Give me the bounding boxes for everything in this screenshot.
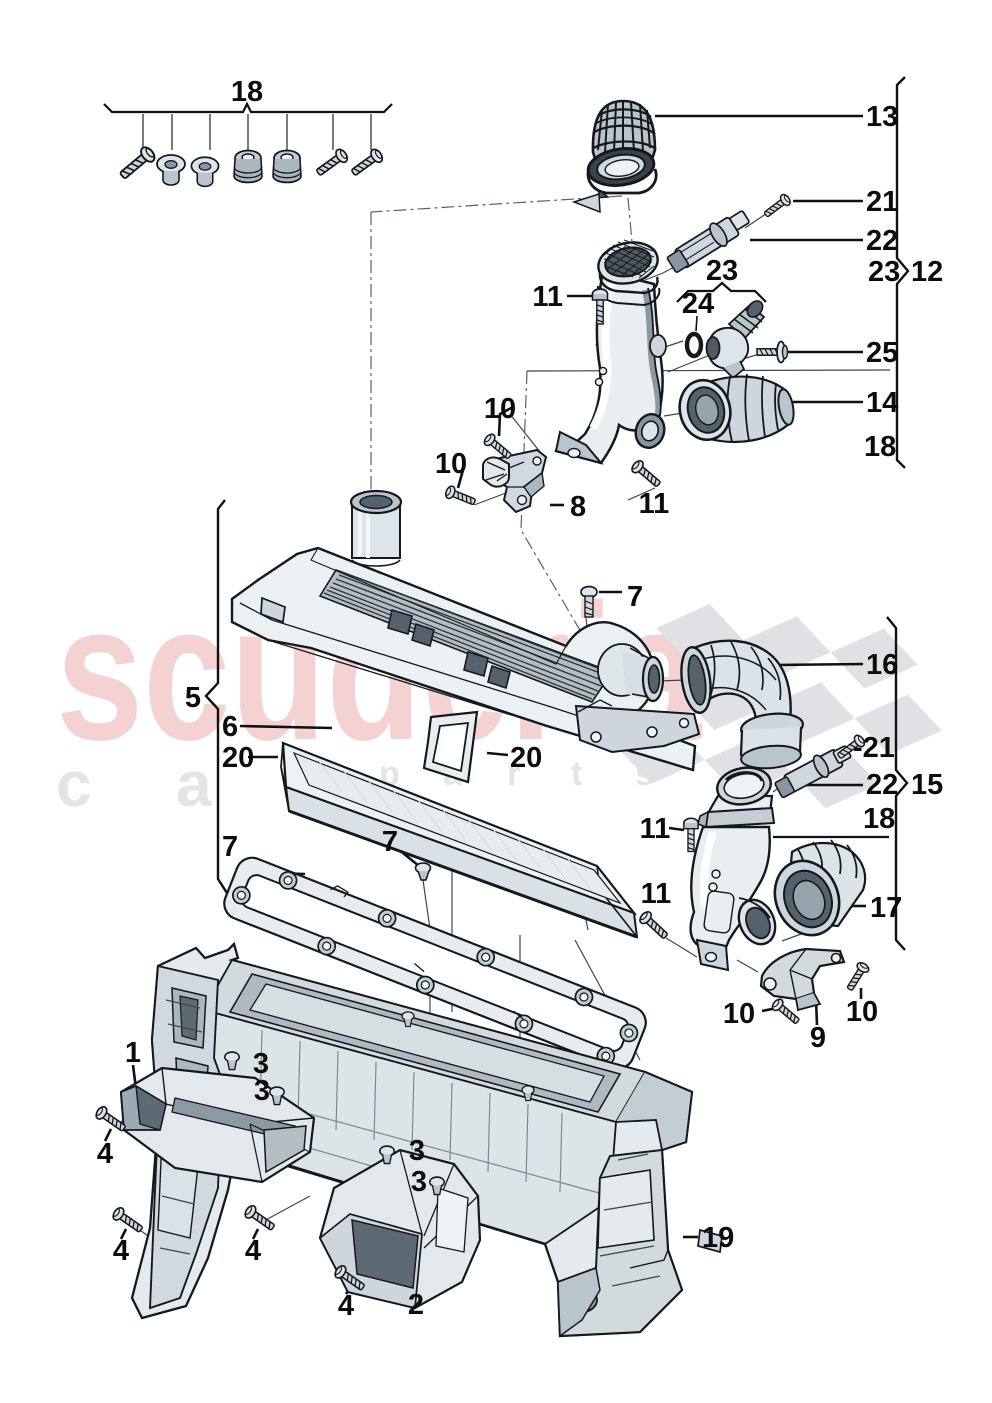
svg-text:10: 10: [723, 998, 755, 1030]
svg-text:18: 18: [864, 431, 896, 463]
svg-text:3: 3: [253, 1048, 269, 1080]
svg-text:9: 9: [810, 1022, 826, 1054]
svg-text:-21: -21: [853, 732, 895, 764]
svg-text:4: 4: [113, 1235, 129, 1267]
svg-text:11: 11: [639, 488, 670, 520]
svg-text:2: 2: [408, 1289, 424, 1321]
svg-text:25: 25: [866, 337, 898, 369]
svg-text:11: 11: [640, 813, 671, 845]
svg-text:13: 13: [866, 101, 898, 133]
svg-text:5: 5: [185, 682, 201, 714]
svg-text:15: 15: [911, 769, 943, 801]
svg-text:4: 4: [338, 1290, 354, 1322]
svg-text:18: 18: [231, 76, 263, 108]
svg-text:10: 10: [435, 448, 467, 480]
svg-text:4: 4: [97, 1138, 113, 1170]
svg-text:a: a: [176, 748, 212, 820]
svg-text:3: 3: [254, 1075, 270, 1107]
svg-text:16: 16: [866, 649, 898, 681]
svg-text:4: 4: [245, 1235, 261, 1267]
svg-text:7: 7: [222, 831, 238, 863]
svg-text:3: 3: [411, 1166, 427, 1198]
svg-text:14: 14: [866, 387, 898, 419]
svg-text:22: 22: [866, 225, 898, 257]
svg-text:1: 1: [125, 1037, 141, 1069]
svg-text:r: r: [507, 755, 520, 793]
svg-text:7: 7: [627, 581, 643, 613]
svg-text:8: 8: [570, 491, 586, 523]
svg-text:23: 23: [706, 255, 738, 287]
svg-text:11: 11: [641, 878, 672, 910]
svg-text:21: 21: [866, 186, 898, 218]
svg-text:c: c: [56, 748, 92, 820]
svg-text:18: 18: [863, 803, 895, 835]
svg-text:17: 17: [870, 892, 902, 924]
svg-text:23: 23: [868, 256, 900, 288]
svg-text:3: 3: [409, 1135, 425, 1167]
svg-text:24: 24: [682, 288, 714, 320]
svg-text:7: 7: [382, 826, 398, 858]
svg-text:20: 20: [510, 742, 542, 774]
svg-text:6: 6: [222, 711, 238, 743]
svg-text:10: 10: [846, 996, 878, 1028]
svg-text:t: t: [571, 755, 582, 793]
svg-text:22: 22: [866, 769, 898, 801]
svg-text:10: 10: [484, 393, 516, 425]
svg-text:11: 11: [532, 281, 563, 313]
svg-text:20: 20: [222, 742, 254, 774]
svg-text:12: 12: [911, 256, 943, 288]
svg-text:19: 19: [702, 1222, 734, 1254]
